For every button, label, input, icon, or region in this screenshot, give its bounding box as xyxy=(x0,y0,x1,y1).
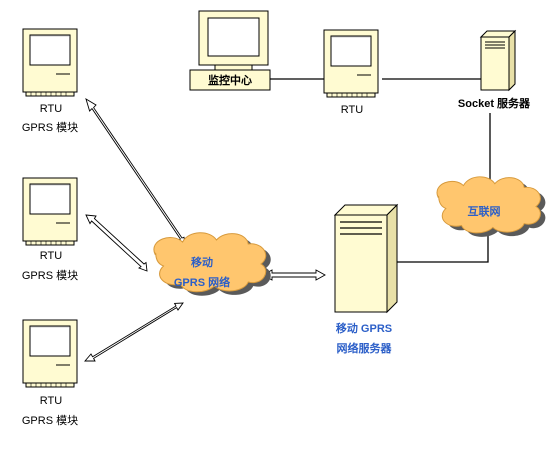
rtu-b-label: RTU xyxy=(40,250,62,262)
monitor-center-workstation: 监控中心 xyxy=(189,10,271,91)
mobile-cloud-label-2: GPRS 网络 xyxy=(174,275,230,289)
rtu-b-module-label: GPRS 模块 xyxy=(22,269,78,282)
arrow-rtu-b-to-mobile-cloud xyxy=(85,214,148,272)
rtu-computer-top: RTU xyxy=(323,29,379,116)
socket-server-label: Socket 服务器 xyxy=(458,96,531,110)
gprs-network-server: 移动 GPRS 网络服务器 xyxy=(333,203,399,355)
computer-icon xyxy=(22,319,78,388)
mobile-gprs-cloud: 移动 GPRS 网络 xyxy=(153,232,271,296)
rtu-computer-c: RTU GPRS 模块 xyxy=(22,319,78,427)
computer-icon xyxy=(22,177,78,246)
server-icon xyxy=(480,36,510,91)
rtu-a-label: RTU xyxy=(40,103,62,115)
monitor-center-label: 监控中心 xyxy=(208,73,252,87)
computer-icon xyxy=(323,29,379,98)
internet-cloud-label: 互联网 xyxy=(468,204,501,218)
socket-server: Socket 服务器 xyxy=(458,29,531,110)
mobile-cloud-label-1: 移动 xyxy=(191,255,213,269)
arrow-rtu-c-to-mobile-cloud xyxy=(84,302,184,362)
internet-cloud: 互联网 xyxy=(436,176,546,237)
keyboard-icon xyxy=(189,69,271,91)
rtu-c-module-label: GPRS 模块 xyxy=(22,414,78,427)
gprs-server-label-1: 移动 GPRS xyxy=(336,321,392,335)
server-icon xyxy=(334,214,388,313)
rtu-top-label: RTU xyxy=(341,104,363,116)
arrow-rtu-a-to-mobile-cloud xyxy=(85,98,186,246)
computer-icon xyxy=(22,28,78,97)
rtu-a-module-label: GPRS 模块 xyxy=(22,121,78,134)
rtu-c-label: RTU xyxy=(40,395,62,407)
gprs-server-label-2: 网络服务器 xyxy=(337,341,393,355)
rtu-computer-b: RTU GPRS 模块 xyxy=(22,177,78,282)
arrow-mobile-cloud-to-gprs-server xyxy=(262,269,326,281)
rtu-computer-a: RTU GPRS 模块 xyxy=(22,28,78,134)
internet-to-gprs-server-link xyxy=(397,232,489,263)
